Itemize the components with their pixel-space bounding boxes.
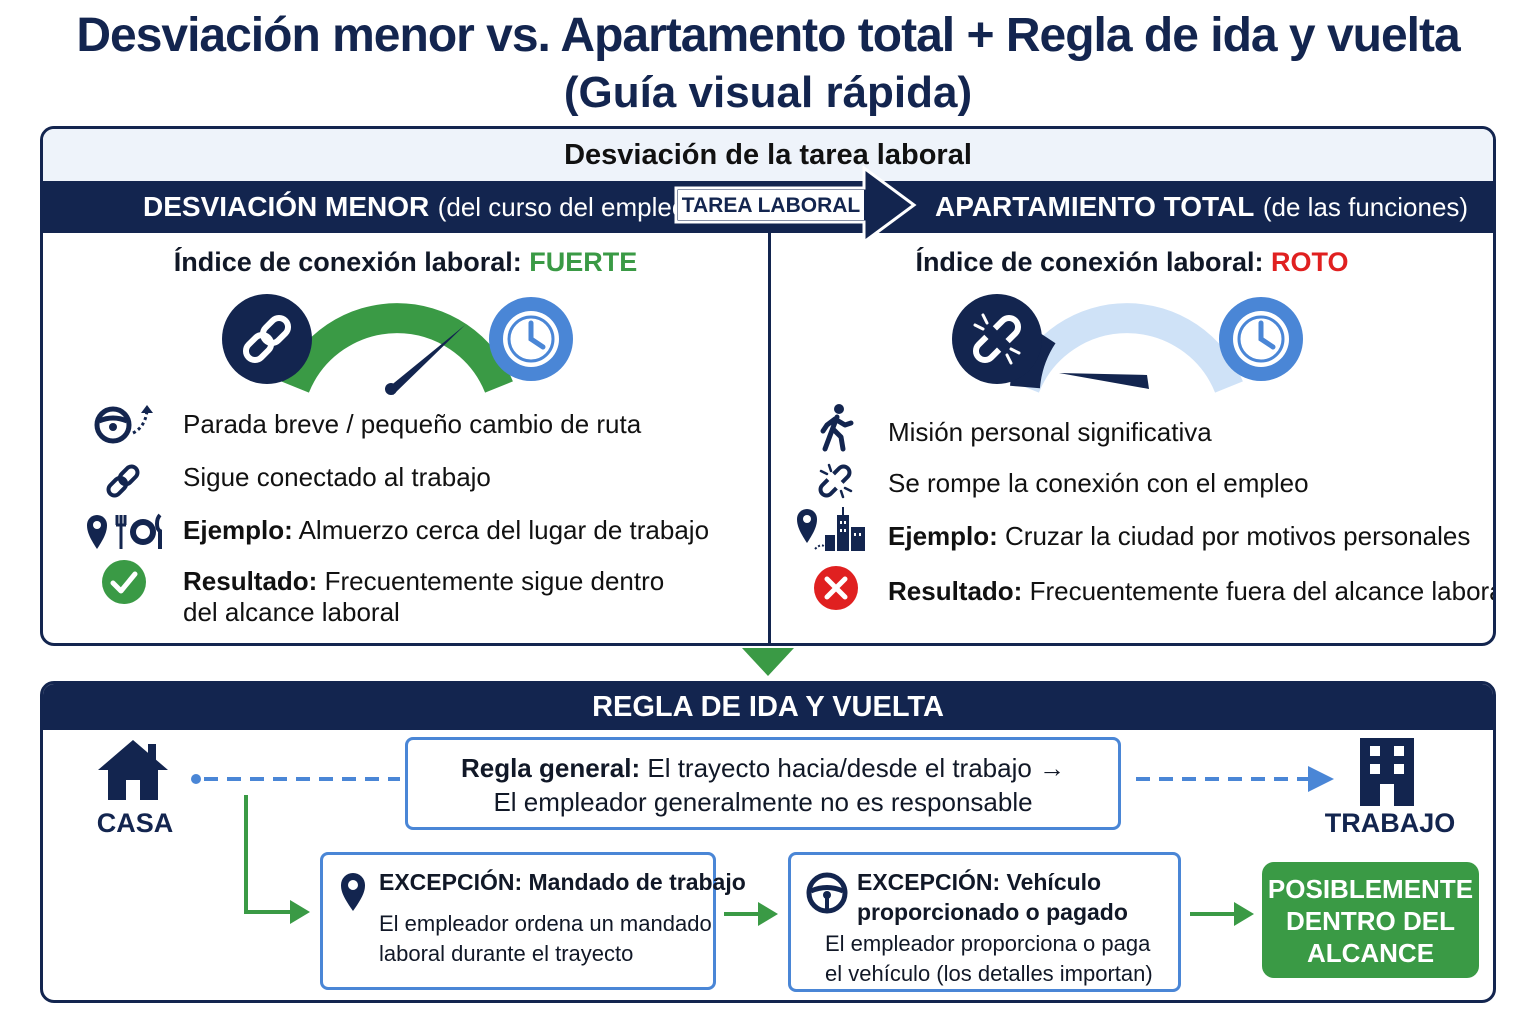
gauge-needle [1059,373,1149,389]
gauge-hub [385,383,397,395]
strong-connection-gauge [222,294,573,395]
right-item-4-bold: Resultado: [888,576,1023,606]
exception2-title1: EXCEPCIÓN: Vehículo [857,869,1102,895]
house-icon [98,740,168,800]
chain-link-icon [106,464,140,498]
commute-rule-panel: REGLA DE IDA Y VUELTA [40,681,1496,1003]
right-item-3: Ejemplo: Cruzar la ciudad por motivos pe… [888,521,1470,552]
gauge-needle [389,325,465,395]
deviation-panel: Desviación de la tarea laboral DESVIACIÓ… [40,126,1496,646]
exception2-line2: el vehículo (los detalles importan) [825,961,1153,986]
work-task-arrow-label: TAREA LABORAL [681,194,861,217]
total-departure-heading: APARTAMIENTO TOTAL (de las funciones) [935,181,1468,233]
commute-rule-header: REGLA DE IDA Y VUELTA [43,684,1493,730]
broken-link-badge-icon [952,294,1042,384]
exception-vehicle-box: EXCEPCIÓN: Vehículo proporcionado o paga… [788,852,1181,992]
left-item-1: Parada breve / pequeño cambio de ruta [183,409,641,440]
subtitle: (Guía visual rápida) [563,68,973,117]
right-item-1: Misión personal significativa [888,417,1212,448]
general-rule-text1: El trayecto hacia/desde el trabajo → [647,753,1066,783]
office-building-icon [1360,738,1414,806]
exception-work-errand-box: EXCEPCIÓN: Mandado de trabajo El emplead… [320,852,746,990]
left-item-3-bold: Ejemplo: [183,515,293,545]
exception1-title: EXCEPCIÓN: Mandado de trabajo [379,869,746,895]
x-circle-icon [814,566,858,610]
right-index-row: Índice de conexión laboral: ROTO [771,247,1493,278]
green-gauge-arc [281,303,513,393]
outcome-line1: POSIBLEMENTE [1267,874,1474,904]
exception2-description: El empleador proporciona o paga el vehíc… [825,929,1153,989]
check-circle-icon [102,560,146,604]
right-index-value: ROTO [1271,247,1349,277]
home-label: CASA [96,808,174,838]
clock-badge-icon [489,297,573,381]
clock-badge-icon [1219,297,1303,381]
general-rule-bold: Regla general: [460,753,641,783]
exception2-title: EXCEPCIÓN: Vehículo proporcionado o paga… [857,867,1128,927]
outcome-line3: ALCANCE [1306,938,1435,968]
work-task-arrow [674,166,917,244]
left-index-row: Índice de conexión laboral: FUERTE [43,247,768,278]
location-meal-icon [87,513,162,549]
location-city-icon [797,507,865,551]
right-item-4-text: Frecuentemente fuera del alcance laboral [1029,576,1496,606]
minor-deviation-title: DESVIACIÓN MENOR [143,191,430,222]
main-title: Desviación menor vs. Apartamento total +… [76,9,1460,62]
deviation-panel-title: Desviación de la tarea laboral [564,139,972,171]
minor-deviation-heading: DESVIACIÓN MENOR (del curso del empleo) [143,181,695,233]
exception2-line1: El empleador proporciona o paga [825,931,1151,956]
left-index-value: FUERTE [529,247,638,277]
work-label: TRABAJO [1324,808,1456,838]
left-item-1-text: Parada breve / pequeño cambio de ruta [183,409,642,439]
left-index-label: Índice de conexión laboral: [173,247,522,277]
right-item-3-text: Cruzar la ciudad por motivos personales [1005,521,1471,551]
general-rule-box: Regla general: El trayecto hacia/desde e… [405,737,1121,830]
left-item-4-text: Frecuentemente sigue dentro [324,566,665,596]
left-item-3: Ejemplo: Almuerzo cerca del lugar de tra… [183,515,709,546]
commute-rule-title: REGLA DE IDA Y VUELTA [592,691,944,723]
steering-wheel-icon [806,872,848,914]
right-item-1-text: Misión personal significativa [888,417,1212,447]
right-item-3-bold: Ejemplo: [888,521,998,551]
exception2-title2: proporcionado o pagado [857,899,1128,925]
right-item-2: Se rompe la conexión con el empleo [888,468,1309,499]
exception1-line1: El empleador ordena un mandado [379,911,712,936]
right-item-2-text: Se rompe la conexión con el empleo [888,468,1309,498]
chain-link-badge-icon [222,294,312,384]
right-item-4: Resultado: Frecuentemente fuera del alca… [888,576,1496,607]
column-divider [768,233,771,643]
total-departure-subtitle: (de las funciones) [1262,192,1469,222]
left-item-2: Sigue conectado al trabajo [183,462,491,493]
broken-connection-gauge [952,294,1303,393]
outcome-line2: DENTRO DEL [1286,906,1455,936]
location-pin-icon [341,873,365,911]
exception1-description: El empleador ordena un mandado laboral d… [379,909,712,969]
general-rule-line1: Regla general: El trayecto hacia/desde e… [408,751,1118,785]
broken-link-icon [818,463,853,499]
left-item-4-bold: Resultado: [183,566,318,596]
exception1-line2: laboral durante el trayecto [379,941,634,966]
general-rule-line2: El empleador generalmente no es responsa… [493,787,1033,817]
total-departure-title: APARTAMIENTO TOTAL [935,191,1255,222]
minor-deviation-subtitle: (del curso del empleo) [437,192,695,222]
right-index-label: Índice de conexión laboral: [915,247,1264,277]
walking-person-icon [820,404,854,452]
steering-wheel-detour-icon [94,405,153,444]
left-item-2-text: Sigue conectado al trabajo [183,462,491,492]
outcome-badge: POSIBLEMENTE DENTRO DEL ALCANCE [1262,862,1479,978]
left-item-3-text: Almuerzo cerca del lugar de trabajo [298,515,710,545]
left-item-4-text2: del alcance laboral [183,597,400,627]
down-arrow-icon [742,648,794,676]
